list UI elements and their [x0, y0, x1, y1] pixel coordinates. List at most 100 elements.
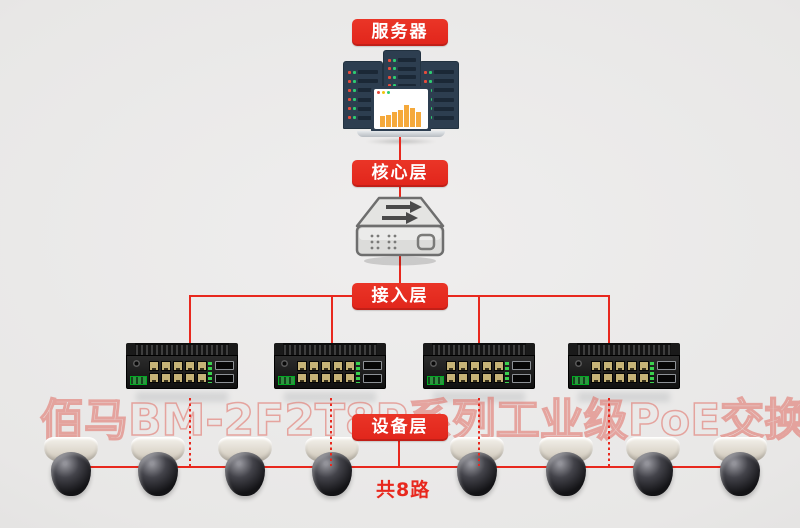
- rj45-port: [615, 361, 625, 371]
- drive-slot: [434, 79, 454, 84]
- rj45-port: [333, 361, 343, 371]
- sfp-port: [215, 361, 234, 370]
- led-red-icon: [348, 98, 351, 102]
- poe-dotted-line: [608, 398, 610, 466]
- rack-unit: [424, 69, 454, 75]
- sfp-port: [363, 361, 382, 370]
- dome-camera-icon: [130, 437, 186, 503]
- rj45-port: [482, 361, 492, 371]
- switch-body: [423, 355, 535, 389]
- led-red-icon: [348, 116, 351, 120]
- switch-reflection: [433, 392, 525, 402]
- switch-drop-line: [331, 296, 333, 348]
- window-dot-yellow-icon: [382, 91, 385, 94]
- drive-slot: [398, 75, 416, 80]
- ground-screw-icon: [133, 360, 140, 367]
- switch-drop-line: [189, 296, 191, 348]
- ground-screw-icon: [575, 360, 582, 367]
- rj45-port: [297, 361, 307, 371]
- power-terminal-block: [278, 376, 295, 385]
- rj45-port: [615, 373, 625, 383]
- rack-unit: [348, 115, 378, 121]
- led-red-icon: [348, 107, 351, 111]
- sfp-slot-column: [657, 361, 676, 383]
- sfp-port: [512, 374, 531, 383]
- drive-slot: [434, 106, 454, 111]
- camera-dome-lens: [720, 452, 760, 496]
- rj45-port: [345, 373, 355, 383]
- drive-slot: [358, 97, 378, 102]
- dome-camera-icon: [304, 437, 360, 503]
- drive-slot: [358, 79, 378, 84]
- status-led-column: [650, 362, 654, 383]
- rack-unit: [424, 78, 454, 84]
- led-green-icon: [353, 98, 356, 102]
- monitor-screen: [374, 89, 428, 129]
- camera-dome-lens: [546, 452, 586, 496]
- drive-slot: [434, 70, 454, 75]
- sfp-port: [363, 374, 382, 383]
- led-green-icon: [393, 58, 396, 62]
- switch-body: [126, 355, 238, 389]
- rj45-port: [185, 361, 195, 371]
- led-green-icon: [429, 70, 432, 74]
- led-red-icon: [348, 79, 351, 83]
- rj45-port: [458, 361, 468, 371]
- ground-screw-icon: [281, 360, 288, 367]
- sfp-slot-column: [215, 361, 234, 383]
- sfp-slot-column: [363, 361, 382, 383]
- rj45-port: [321, 361, 331, 371]
- drive-slot: [434, 115, 454, 120]
- led-green-icon: [353, 88, 356, 92]
- led-red-icon: [388, 84, 391, 88]
- rack-unit: [348, 87, 378, 93]
- led-red-icon: [424, 79, 427, 83]
- camera-dome-lens: [225, 452, 265, 496]
- drive-slot: [358, 70, 378, 75]
- switch-reflection: [136, 392, 228, 402]
- bar-chart-icon: [380, 105, 421, 127]
- poe-dotted-line: [189, 398, 191, 466]
- drive-slot: [358, 115, 378, 120]
- rack-unit: [348, 69, 378, 75]
- switch-drop-line: [478, 296, 480, 348]
- led-green-icon: [429, 79, 432, 83]
- rj45-port: [197, 373, 207, 383]
- drive-slot: [434, 88, 454, 93]
- drive-slot: [398, 83, 416, 88]
- camera-dome-lens: [51, 452, 91, 496]
- access-layer-label: 接入层: [352, 283, 448, 310]
- rj45-port-grid: [297, 361, 355, 383]
- server-core-link-line: [399, 133, 401, 163]
- poe-dotted-line: [330, 398, 332, 466]
- drive-slot: [398, 66, 416, 71]
- rj45-port: [470, 373, 480, 383]
- window-dot-red-icon: [377, 91, 380, 94]
- rj45-port: [185, 373, 195, 383]
- rj45-port-grid: [446, 361, 504, 383]
- led-red-icon: [348, 88, 351, 92]
- camera-bus-line: [71, 466, 741, 468]
- server-cluster-shadow: [350, 137, 452, 146]
- poe-switch-icon: [274, 343, 386, 405]
- led-green-icon: [393, 84, 396, 88]
- rj45-port: [173, 361, 183, 371]
- rj45-port: [161, 373, 171, 383]
- rack-unit: [348, 97, 378, 103]
- camera-dome-lens: [457, 452, 497, 496]
- switch-reflection: [578, 392, 670, 402]
- ground-screw-icon: [430, 360, 437, 367]
- rj45-port: [603, 361, 613, 371]
- rj45-port: [149, 361, 159, 371]
- dome-camera-icon: [217, 437, 273, 503]
- led-green-icon: [393, 75, 396, 79]
- rj45-port: [458, 373, 468, 383]
- dome-camera-icon: [449, 437, 505, 503]
- poe-dotted-line: [478, 398, 480, 466]
- power-terminal-block: [427, 376, 444, 385]
- drive-slot: [358, 88, 378, 93]
- dome-camera-icon: [43, 437, 99, 503]
- led-green-icon: [353, 70, 356, 74]
- drive-slot: [398, 58, 416, 63]
